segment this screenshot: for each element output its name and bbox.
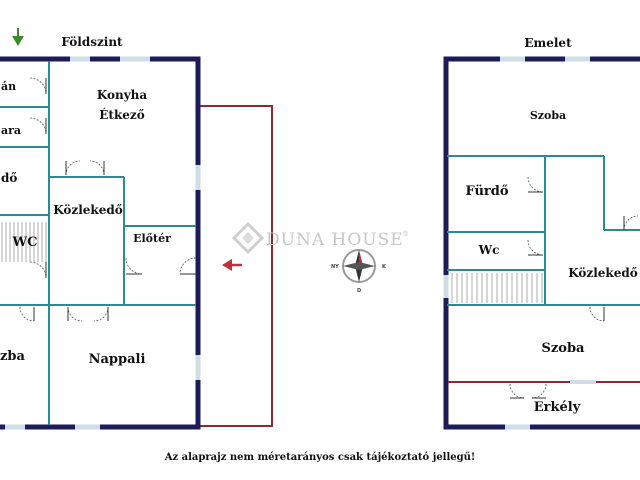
upper-floor-title: Emelet	[524, 36, 572, 50]
balcony-label: Erkély	[534, 400, 581, 415]
room-label: án	[1, 80, 16, 93]
ground-stairs	[1, 222, 47, 262]
wc-label: WC	[12, 235, 38, 250]
upper-floor-plan: Emelet Szoba Fürdő Wc Közlekedő Szoba Er…	[443, 36, 640, 430]
ground-floor-plan: Földszint án ara dő Konyha Étkező Közlek…	[0, 28, 273, 430]
compass-west: NY	[331, 264, 339, 270]
corridor-label: Közlekedő	[568, 266, 638, 280]
room-label: ara	[1, 124, 21, 137]
room-label: zba	[0, 349, 25, 364]
room-label: Szoba	[530, 109, 566, 122]
north-arrow-icon	[12, 28, 24, 46]
compass-east: K	[382, 264, 387, 270]
living-room-label: Nappali	[89, 352, 146, 367]
hall-label: Előtér	[133, 232, 171, 245]
room-label: dő	[1, 171, 17, 185]
compass-south: D	[357, 288, 361, 294]
compass-icon	[342, 249, 376, 283]
duna-house-logo-icon	[231, 221, 265, 255]
upper-stairs	[451, 273, 543, 303]
corridor-label: Közlekedő	[53, 203, 123, 217]
upper-doors	[509, 176, 639, 399]
upper-outer-wall	[443, 56, 640, 430]
kitchen-label: Konyha	[97, 88, 148, 102]
watermark-text: DUNA HOUSE	[266, 230, 404, 250]
entrance-arrow-icon	[222, 259, 242, 271]
ground-floor-title: Földszint	[61, 35, 123, 49]
terrace-outline	[199, 105, 273, 427]
wc-label: Wc	[478, 243, 500, 257]
disclaimer-text: Az alaprajz nem méretarányos csak tájéko…	[164, 452, 476, 463]
dining-label: Étkező	[99, 107, 144, 122]
room-label: Szoba	[542, 341, 586, 356]
bathroom-label: Fürdő	[465, 184, 508, 199]
ground-doors	[19, 77, 197, 322]
watermark-registered: ®	[402, 230, 410, 238]
